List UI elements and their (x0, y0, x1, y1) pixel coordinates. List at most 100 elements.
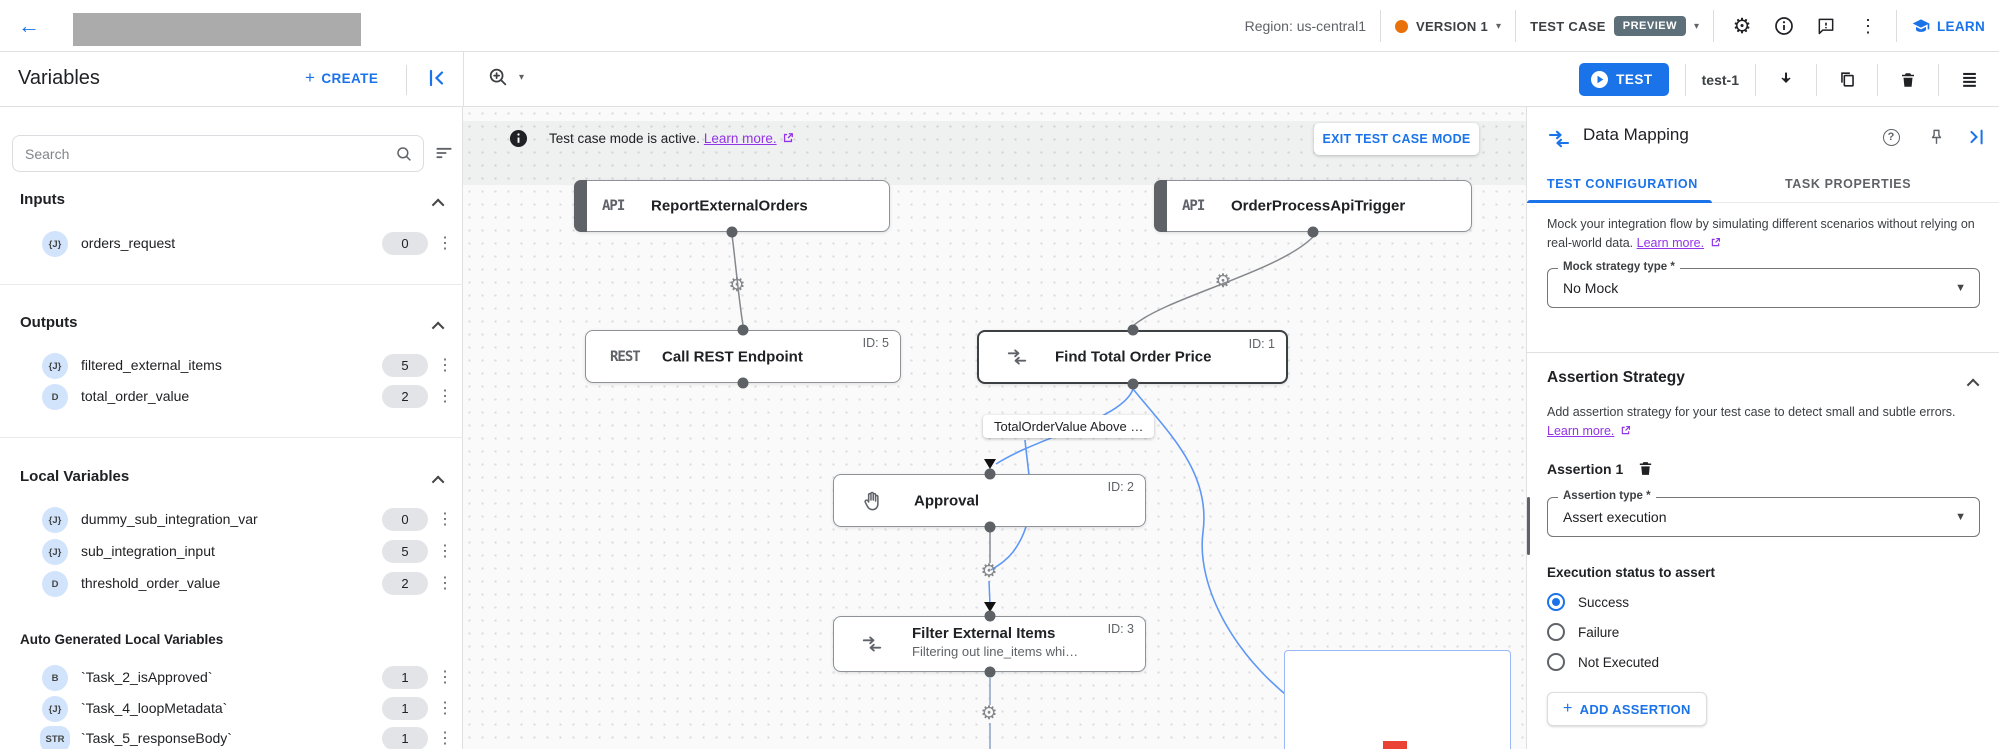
usage-count-badge: 1 (382, 697, 428, 720)
divider (1896, 10, 1897, 42)
variable-row[interactable]: {J} `Task_4_loopMetadata` 1 ⋮ (0, 695, 463, 723)
info-button[interactable] (1770, 12, 1798, 40)
assertion-strategy-title: Assertion Strategy (1547, 369, 1685, 386)
tab-test-configuration[interactable]: TEST CONFIGURATION (1547, 177, 1698, 191)
task-list-button[interactable] (1955, 66, 1983, 94)
variable-row[interactable]: {J} sub_integration_input 5 ⋮ (0, 538, 463, 566)
download-button[interactable] (1772, 66, 1800, 94)
close-panel-button[interactable] (1965, 125, 1989, 149)
variable-row[interactable]: {J} filtered_external_items 5 ⋮ (0, 352, 463, 380)
edge-gear-icon[interactable]: ⚙ (980, 703, 998, 724)
search-input[interactable] (13, 145, 395, 162)
divider (463, 52, 464, 107)
edge-gear-icon[interactable]: ⚙ (980, 561, 998, 582)
panel-tabs: TEST CONFIGURATION TASK PROPERTIES (1527, 165, 1999, 203)
edge-gear-icon[interactable]: ⚙ (728, 275, 746, 296)
row-menu-button[interactable]: ⋮ (437, 730, 453, 747)
mock-learn-more-link[interactable]: Learn more. (1636, 236, 1705, 251)
plus-icon: + (305, 68, 316, 87)
delete-assertion-button[interactable] (1637, 460, 1654, 477)
assertion-collapse-chevron[interactable] (1966, 375, 1980, 393)
node-partial-bottom-right[interactable] (1284, 650, 1511, 749)
edge-condition-label[interactable]: TotalOrderValue Above … (983, 415, 1155, 438)
integration-canvas[interactable]: Test case mode is active.Learn more. EXI… (463, 107, 1526, 749)
assertion-learn-more-link[interactable]: Learn more. (1547, 424, 1615, 439)
hand-approval-icon (861, 489, 884, 512)
external-link-icon (1621, 426, 1630, 435)
region-label: Region: us-central1 (1244, 18, 1366, 34)
help-button[interactable]: ? (1879, 125, 1903, 149)
copy-button[interactable] (1833, 66, 1861, 94)
tab-task-properties[interactable]: TASK PROPERTIES (1785, 177, 1912, 191)
create-label: CREATE (321, 70, 379, 86)
assertion-description: Add assertion strategy for your test cas… (1547, 405, 1956, 439)
panel-scrollbar-thumb[interactable] (1527, 497, 1530, 555)
outputs-collapse-chevron[interactable] (431, 318, 445, 336)
usage-count-badge: 2 (382, 385, 428, 408)
test-case-selector[interactable]: TEST CASE PREVIEW ▾ (1530, 16, 1699, 36)
version-status-dot (1394, 19, 1408, 33)
assertion-type-select[interactable]: Assertion type * Assert execution ▼ (1547, 490, 1980, 537)
variable-search[interactable] (12, 135, 424, 172)
feedback-button[interactable] (1812, 12, 1840, 40)
node-call-rest-endpoint[interactable]: REST Call REST Endpoint ID: 5 (585, 330, 901, 383)
collapse-panel-button[interactable] (424, 66, 448, 95)
collapse-right-icon (1970, 129, 1983, 145)
usage-count-badge: 1 (382, 727, 428, 749)
panel-header: Data Mapping ? (1527, 107, 1999, 165)
version-selector[interactable]: VERSION 1 ▾ (1394, 19, 1502, 34)
pin-icon (1931, 129, 1941, 144)
row-menu-button[interactable]: ⋮ (437, 700, 453, 717)
node-report-external-orders[interactable]: API ReportExternalOrders (574, 180, 890, 232)
edge-gear-icon[interactable]: ⚙ (1214, 271, 1232, 292)
radio-success[interactable]: Success (1547, 593, 1629, 611)
delete-button[interactable] (1894, 66, 1922, 94)
inputs-collapse-chevron[interactable] (431, 195, 445, 213)
mock-strategy-select[interactable]: Mock strategy type * No Mock ▼ (1547, 261, 1980, 308)
radio-not-executed[interactable]: Not Executed (1547, 653, 1659, 671)
external-link-icon (1711, 238, 1720, 247)
variable-row[interactable]: {J} dummy_sub_integration_var 0 ⋮ (0, 506, 463, 534)
json-type-icon: {J} (42, 507, 68, 533)
more-vert-icon: ⋮ (1859, 15, 1877, 36)
variable-row[interactable]: STR `Task_5_responseBody` 1 ⋮ (0, 725, 463, 749)
node-filter-external-items[interactable]: Filter External Items Filtering out line… (833, 616, 1146, 672)
node-approval[interactable]: Approval ID: 2 (833, 474, 1146, 527)
row-menu-button[interactable]: ⋮ (437, 543, 453, 560)
radio-failure[interactable]: Failure (1547, 623, 1619, 641)
data-mapping-icon (1547, 127, 1571, 151)
sort-filter-button[interactable] (434, 143, 454, 168)
row-menu-button[interactable]: ⋮ (437, 575, 453, 592)
back-arrow-button[interactable]: ← (18, 13, 40, 38)
node-order-process-api-trigger[interactable]: API OrderProcessApiTrigger (1154, 180, 1472, 232)
variable-row[interactable]: D total_order_value 2 ⋮ (0, 383, 463, 411)
exit-test-case-mode-button[interactable]: EXIT TEST CASE MODE (1314, 123, 1479, 155)
test-button[interactable]: TEST (1579, 63, 1669, 96)
variables-panel-title: Variables (18, 67, 100, 89)
more-options-button[interactable]: ⋮ (1854, 12, 1882, 40)
settings-gear-button[interactable]: ⚙ (1728, 12, 1756, 40)
chevron-down-icon: ▾ (1496, 20, 1502, 32)
add-assertion-button[interactable]: + ADD ASSERTION (1547, 692, 1707, 726)
zoom-control[interactable]: ▾ (487, 66, 524, 88)
variable-row[interactable]: D threshold_order_value 2 ⋮ (0, 570, 463, 598)
json-type-icon: {J} (42, 696, 68, 722)
pin-button[interactable] (1924, 125, 1948, 149)
locals-collapse-chevron[interactable] (431, 472, 445, 490)
node-find-total-order-price[interactable]: Find Total Order Price ID: 1 (977, 330, 1288, 384)
banner-learn-more-link[interactable]: Learn more. (703, 131, 777, 146)
row-menu-button[interactable]: ⋮ (437, 388, 453, 405)
row-menu-button[interactable]: ⋮ (437, 357, 453, 374)
row-menu-button[interactable]: ⋮ (437, 511, 453, 528)
create-variable-button[interactable]: + CREATE (305, 68, 378, 88)
row-menu-button[interactable]: ⋮ (437, 235, 453, 252)
external-link-icon (784, 133, 794, 143)
variable-row[interactable]: B `Task_2_isApproved` 1 ⋮ (0, 664, 463, 692)
variable-row[interactable]: {J} orders_request 0 ⋮ (0, 230, 463, 258)
usage-count-badge: 1 (382, 666, 428, 689)
learn-link[interactable]: LEARN (1911, 16, 1985, 36)
feedback-icon (1818, 18, 1834, 35)
test-case-name[interactable]: test-1 (1701, 71, 1739, 88)
row-menu-button[interactable]: ⋮ (437, 669, 453, 686)
radio-selected-icon (1547, 593, 1565, 611)
